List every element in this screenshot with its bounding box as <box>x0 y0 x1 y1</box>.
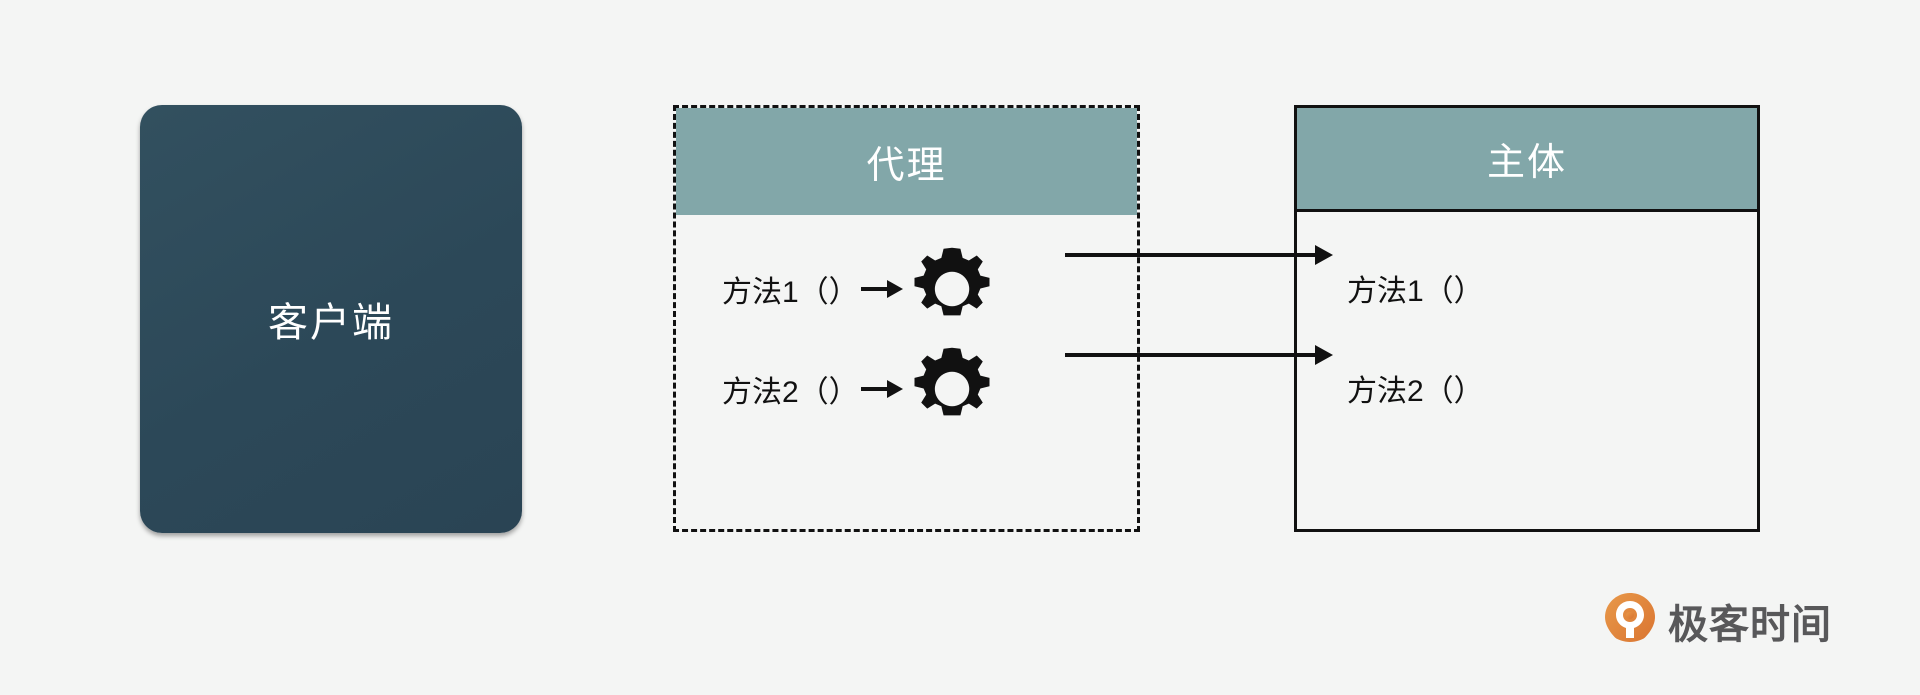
geektime-pin-icon <box>1605 593 1655 649</box>
proxy-method-row-1: 方法1（） <box>676 244 995 334</box>
brand-logo: 极客时间 <box>1604 592 1832 650</box>
gear-icon <box>914 247 990 316</box>
proxy-body: 方法1（） 方法2（） <box>676 215 1137 529</box>
connector-arrow-method-2 <box>1065 340 1335 370</box>
proxy-method-2-label: 方法2（） <box>722 376 859 409</box>
arrow-right-icon <box>860 376 903 402</box>
proxy-method-1-label: 方法1（） <box>722 276 859 309</box>
subject-header-label: 主体 <box>1486 142 1567 184</box>
subject-body: 方法1（） 方法2（） <box>1297 212 1757 529</box>
proxy-method-row-2: 方法2（） <box>676 344 995 434</box>
proxy-header: 代理 <box>676 108 1137 215</box>
proxy-box: 代理 方法1（） 方法2（） <box>673 105 1140 532</box>
subject-box: 主体 方法1（） 方法2（） <box>1294 105 1760 532</box>
logo-text: 极客时间 <box>1668 603 1832 647</box>
arrow-right-icon <box>860 276 903 302</box>
subject-header: 主体 <box>1297 108 1757 212</box>
gear-icon <box>914 347 990 416</box>
subject-method-2-label: 方法2（） <box>1347 375 1484 408</box>
client-box: 客户端 <box>140 105 522 533</box>
connector-arrow-method-1 <box>1065 240 1335 270</box>
client-label: 客户端 <box>268 301 394 345</box>
subject-method-1-label: 方法1（） <box>1347 275 1484 308</box>
proxy-header-label: 代理 <box>866 145 947 187</box>
